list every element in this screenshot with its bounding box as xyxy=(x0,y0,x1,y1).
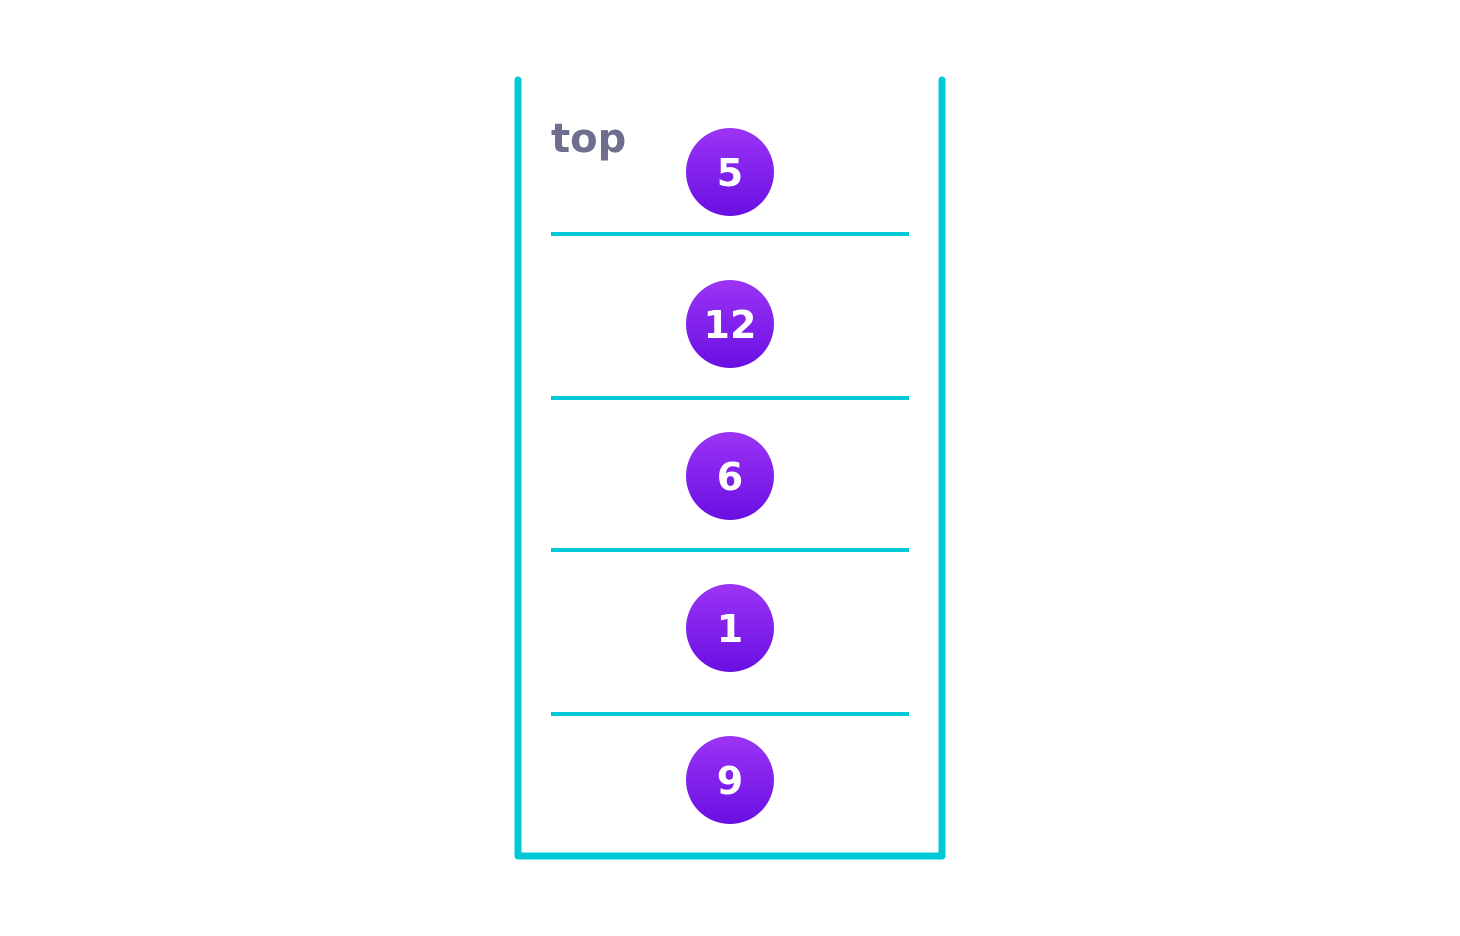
top-label: top xyxy=(551,116,626,162)
stack-container xyxy=(514,76,946,860)
stack-element-value: 9 xyxy=(717,759,743,803)
stack-element-ball xyxy=(686,432,774,520)
stack-element-ball xyxy=(686,736,774,824)
stack-elements: 5 12 6 1 9 xyxy=(686,128,774,824)
stack-element-ball xyxy=(686,584,774,672)
stack-element: 9 xyxy=(686,736,774,824)
stack-element-ball xyxy=(686,280,774,368)
stack-element: 12 xyxy=(686,280,774,368)
stack-element-value: 12 xyxy=(704,303,757,347)
stack-element-ball xyxy=(686,128,774,216)
stack-element-value: 6 xyxy=(717,455,743,499)
stack-element-value: 1 xyxy=(717,607,743,651)
slot-dividers xyxy=(551,232,909,716)
stack-element-value: 5 xyxy=(717,151,743,195)
stack-element: 6 xyxy=(686,432,774,520)
stack-element: 5 xyxy=(686,128,774,216)
stack-element: 1 xyxy=(686,584,774,672)
